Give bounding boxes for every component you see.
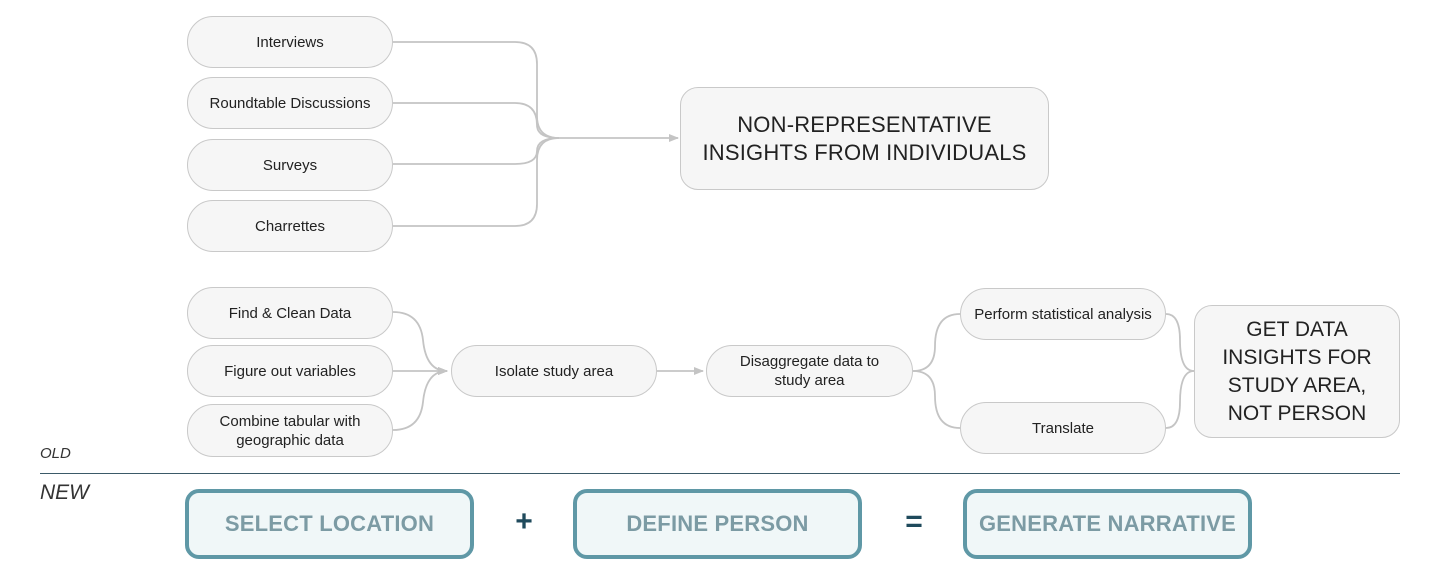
plus-operator: + bbox=[515, 505, 533, 538]
input-interviews: Interviews bbox=[187, 16, 393, 68]
section-label-old: OLD bbox=[40, 445, 71, 462]
new-step-label: SELECT LOCATION bbox=[224, 511, 435, 536]
input-figure-out-variables: Figure out variables bbox=[187, 345, 393, 397]
connector-to-translate bbox=[912, 370, 961, 429]
section-label-new: NEW bbox=[40, 481, 89, 504]
outcome-line: INSIGHTS FROM INDIVIDUALS bbox=[702, 139, 1027, 165]
new-step-select-location: SELECT LOCATION bbox=[185, 489, 474, 559]
input-label: Surveys bbox=[262, 156, 318, 174]
outcome-line: INSIGHTS FOR bbox=[1222, 345, 1372, 369]
outcome-line: NON-REPRESENTATIVE bbox=[737, 111, 992, 137]
outcome-non-representative: NON-REPRESENTATIVE INSIGHTS FROM INDIVID… bbox=[680, 87, 1049, 190]
input-label: Roundtable Discussions bbox=[209, 94, 371, 112]
input-label: Charrettes bbox=[254, 217, 326, 235]
connector-from-translate bbox=[1165, 370, 1195, 429]
equals-operator: = bbox=[905, 505, 923, 538]
outcome-line: GET DATA bbox=[1246, 317, 1348, 341]
connector-from-statistical bbox=[1165, 313, 1195, 372]
outcome-line: NOT PERSON bbox=[1227, 401, 1367, 425]
new-step-label: DEFINE PERSON bbox=[626, 511, 809, 536]
step-label: Isolate study area bbox=[494, 362, 614, 380]
step-isolate-study-area: Isolate study area bbox=[451, 345, 657, 397]
input-label: Figure out variables bbox=[224, 362, 356, 380]
outcome-line: STUDY AREA, bbox=[1227, 373, 1367, 397]
old-new-divider bbox=[40, 473, 1400, 474]
input-combine-tabular: Combine tabular with geographic data bbox=[187, 404, 393, 457]
outcome-data-insights: GET DATA INSIGHTS FOR STUDY AREA, NOT PE… bbox=[1194, 305, 1400, 438]
input-label: Interviews bbox=[256, 33, 324, 51]
branch-translate: Translate bbox=[960, 402, 1166, 454]
connector-find-clean bbox=[392, 311, 448, 375]
step-label: Disaggregate data to study area bbox=[739, 353, 880, 389]
connector-charrettes bbox=[393, 137, 560, 227]
input-charrettes: Charrettes bbox=[187, 200, 393, 252]
new-step-define-person: DEFINE PERSON bbox=[573, 489, 862, 559]
input-find-clean-data: Find & Clean Data bbox=[187, 287, 393, 339]
connector-surveys bbox=[393, 137, 560, 165]
connector-interviews bbox=[393, 41, 560, 139]
branch-statistical-analysis: Perform statistical analysis bbox=[960, 288, 1166, 340]
step-disaggregate-data: Disaggregate data to study area bbox=[706, 345, 913, 397]
input-surveys: Surveys bbox=[187, 139, 393, 191]
branch-label: Translate bbox=[1032, 419, 1094, 437]
new-step-generate-narrative: GENERATE NARRATIVE bbox=[963, 489, 1252, 559]
input-label: Find & Clean Data bbox=[228, 304, 352, 322]
connector-to-statistical bbox=[912, 313, 961, 372]
input-roundtable-discussions: Roundtable Discussions bbox=[187, 77, 393, 129]
connector-roundtable bbox=[393, 102, 560, 139]
input-label: Combine tabular with geographic data bbox=[219, 412, 361, 449]
branch-label: Perform statistical analysis bbox=[974, 305, 1152, 323]
connector-combine bbox=[392, 367, 448, 431]
new-step-label: GENERATE NARRATIVE bbox=[978, 511, 1237, 536]
